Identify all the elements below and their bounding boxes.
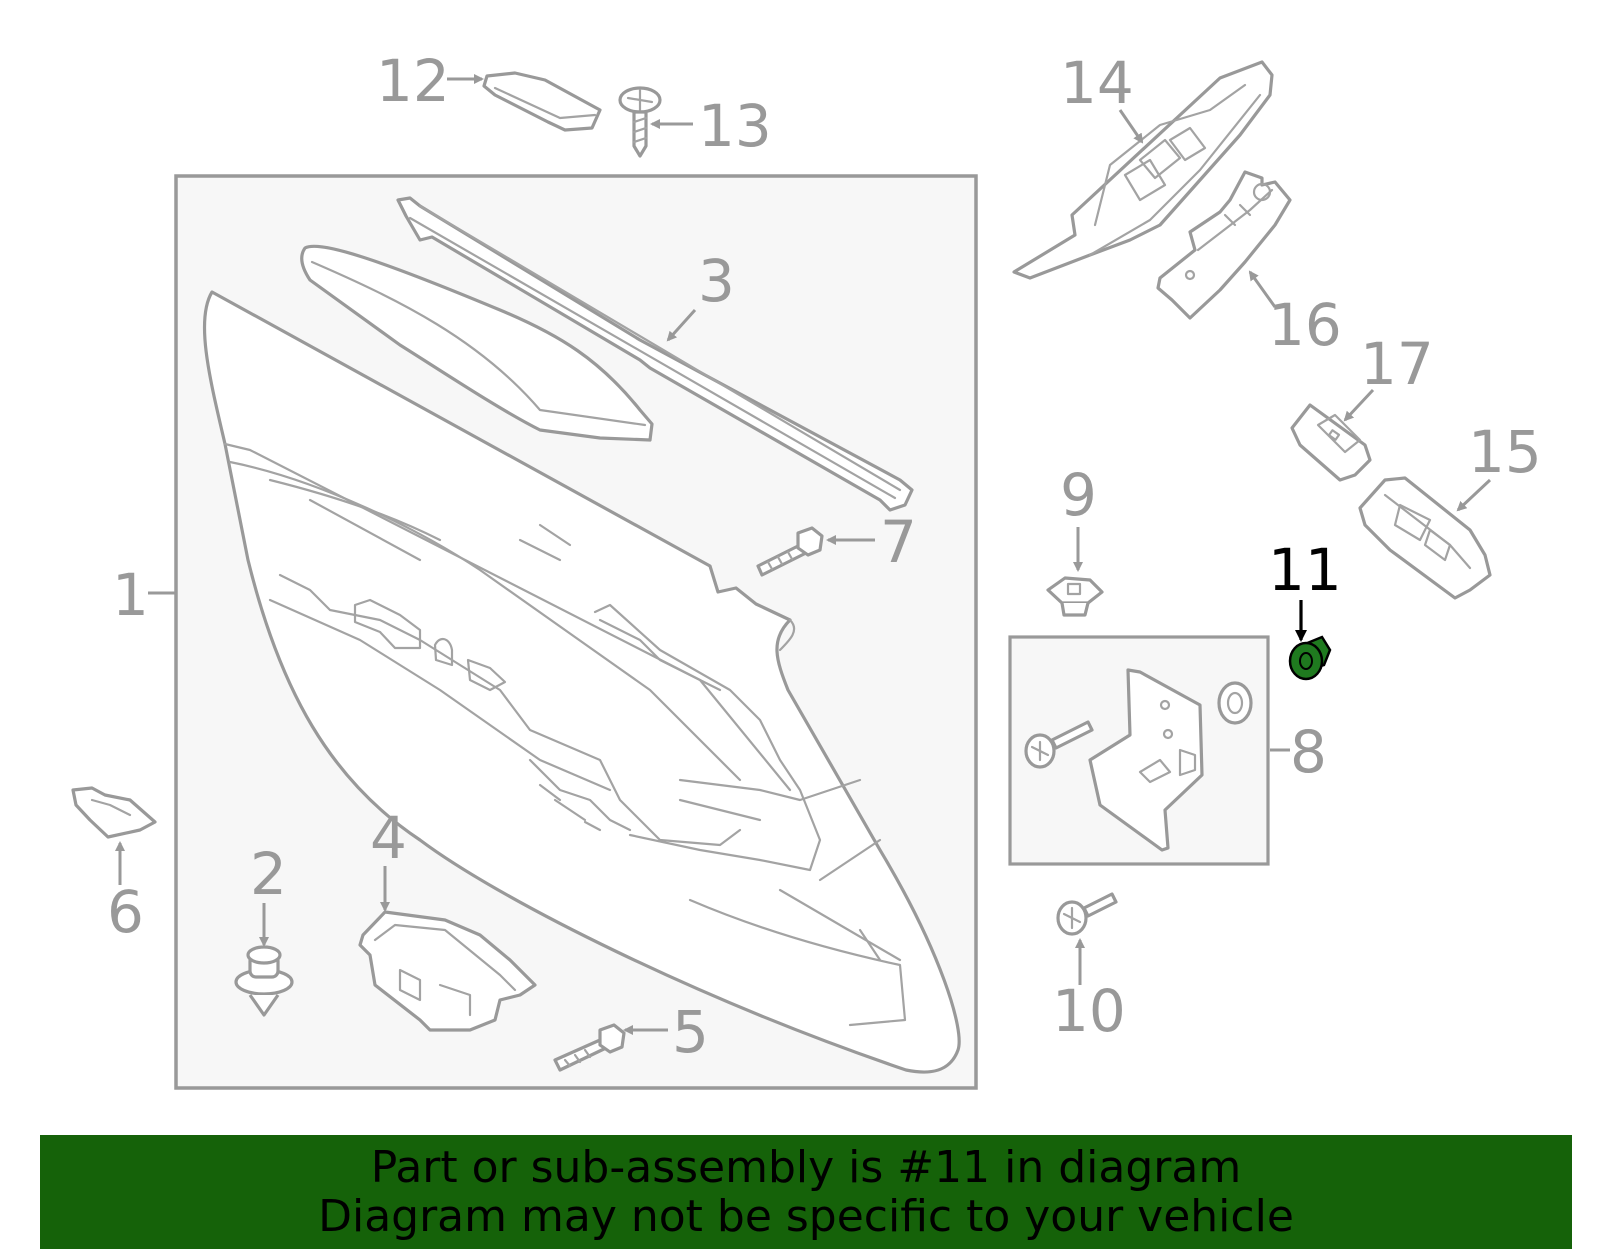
callout-8: 8 bbox=[1290, 718, 1327, 786]
callout-12: 12 bbox=[376, 47, 450, 115]
door-trim-panel-part bbox=[202, 290, 961, 1074]
screw-10-part bbox=[1056, 892, 1118, 936]
screw-5-part bbox=[553, 1023, 626, 1072]
push-clip-part bbox=[234, 945, 294, 1017]
screw-7-part bbox=[756, 526, 824, 577]
clip-nut-9-part bbox=[1046, 576, 1104, 617]
callout-7: 7 bbox=[880, 508, 917, 576]
callout-1: 1 bbox=[112, 561, 149, 629]
switch-housing-14-part bbox=[1012, 60, 1274, 280]
callout-14: 14 bbox=[1060, 49, 1134, 117]
info-banner: Part or sub-assembly is #11 in diagram D… bbox=[40, 1135, 1572, 1249]
switch-17-part bbox=[1290, 403, 1372, 482]
belt-weatherstrip-part bbox=[396, 196, 914, 512]
callout-4: 4 bbox=[370, 804, 407, 872]
bracket-8-part bbox=[1024, 668, 1253, 852]
callout-2: 2 bbox=[250, 840, 287, 908]
callout-9: 9 bbox=[1060, 461, 1097, 529]
callout-10: 10 bbox=[1052, 977, 1126, 1045]
switch-bezel-part bbox=[358, 910, 537, 1032]
screw-13-part bbox=[618, 86, 662, 158]
callout-5: 5 bbox=[672, 998, 709, 1066]
callout-6: 6 bbox=[107, 878, 144, 946]
callout-17: 17 bbox=[1360, 330, 1434, 398]
leader-lines bbox=[115, 74, 1492, 1035]
upper-trim-insert-part bbox=[300, 244, 654, 442]
trim-cap-12-part bbox=[482, 71, 602, 132]
window-switch-15-part bbox=[1358, 476, 1492, 600]
callout-16: 16 bbox=[1268, 291, 1342, 359]
banner-line-disclaimer: Diagram may not be specific to your vehi… bbox=[318, 1191, 1294, 1242]
callout-13: 13 bbox=[698, 92, 772, 160]
banner-line-part-number: Part or sub-assembly is #11 in diagram bbox=[370, 1142, 1242, 1193]
highlighted-part-11 bbox=[1288, 635, 1332, 681]
callout-15: 15 bbox=[1468, 418, 1542, 486]
clip-6-part bbox=[71, 786, 157, 839]
callout-11: 11 bbox=[1268, 536, 1342, 604]
switch-base-16-part bbox=[1156, 170, 1292, 320]
callout-3: 3 bbox=[698, 247, 735, 315]
